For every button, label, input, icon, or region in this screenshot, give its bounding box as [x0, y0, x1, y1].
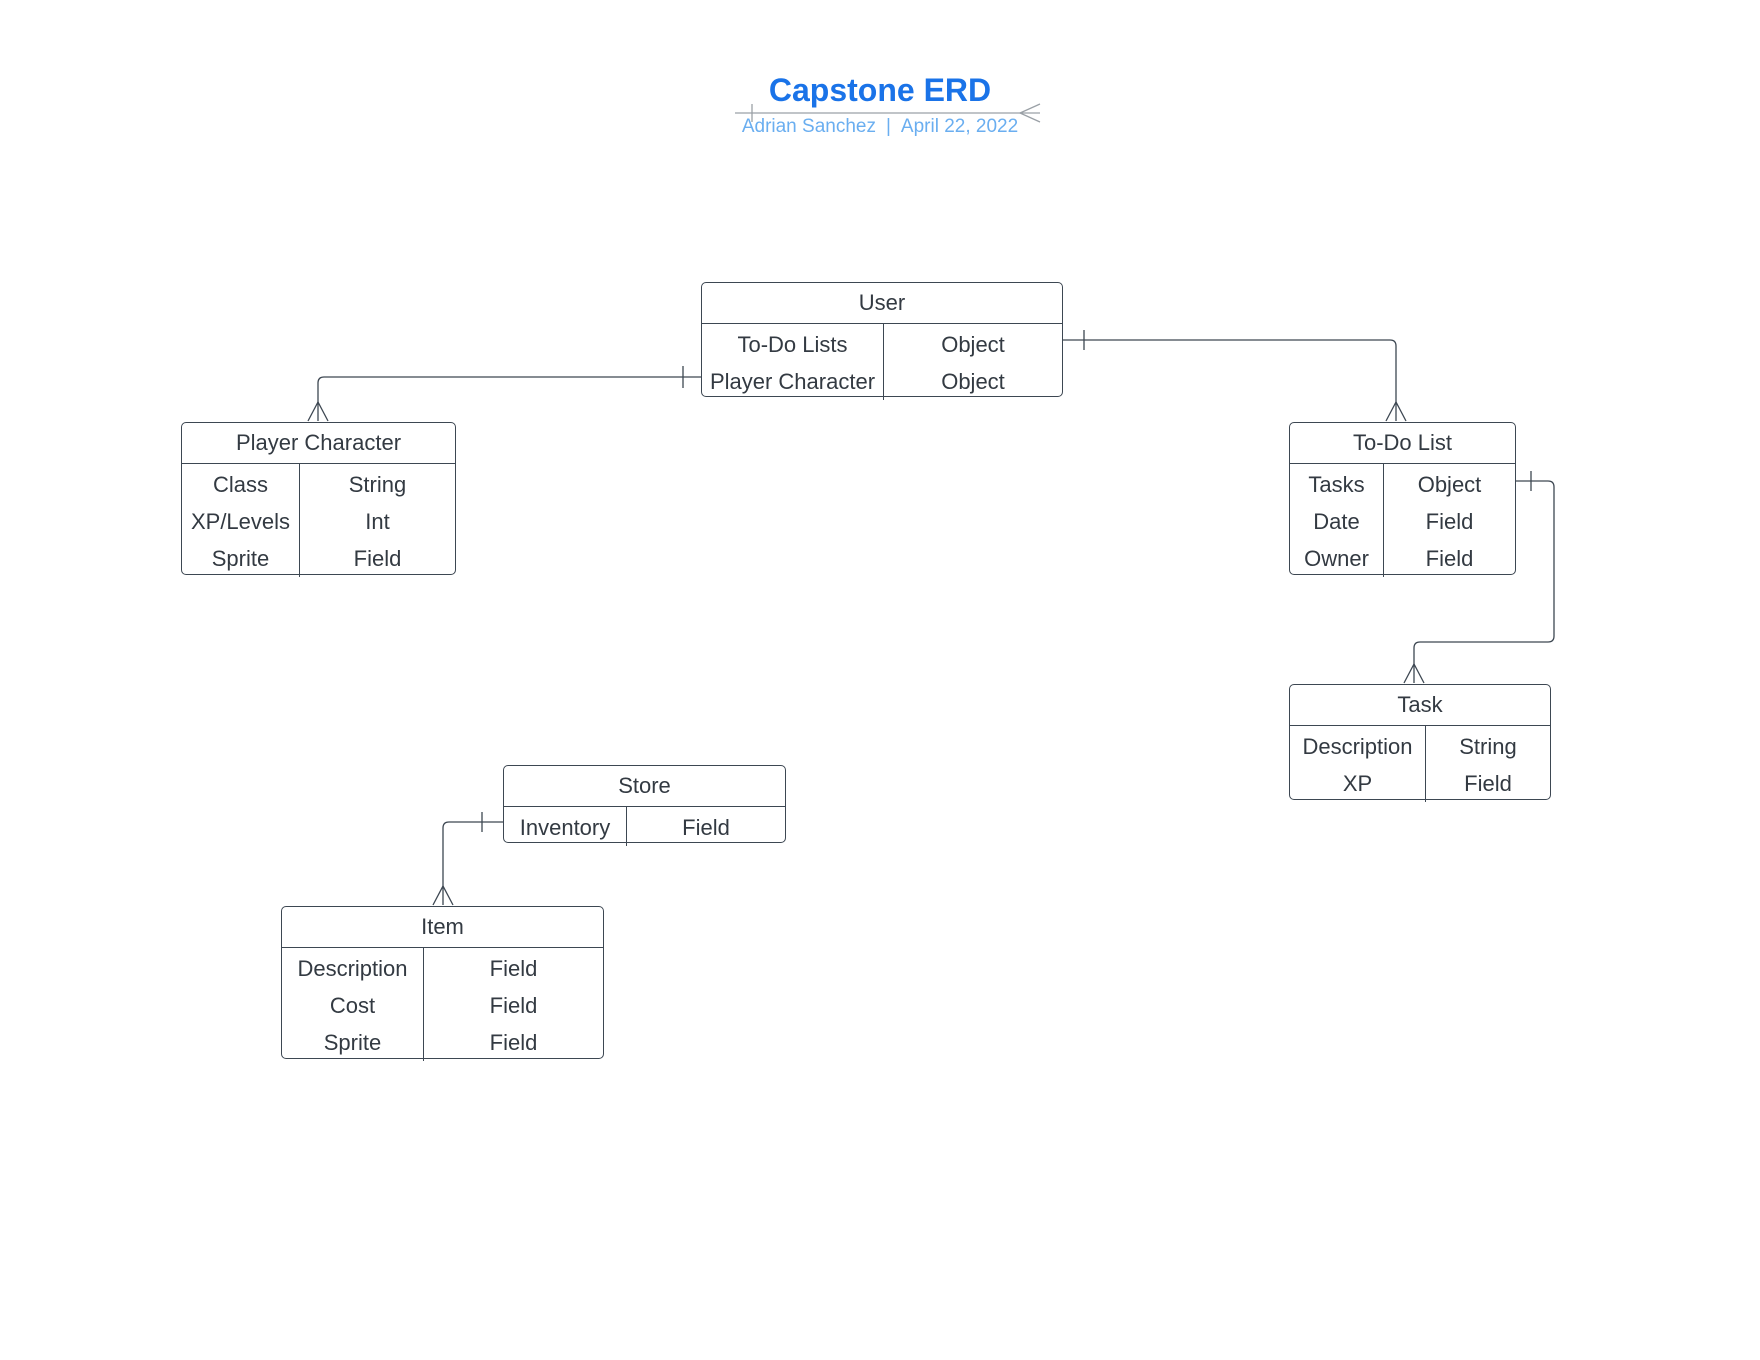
- entity-title: Task: [1290, 685, 1550, 726]
- entity-title: User: [702, 283, 1062, 324]
- entity-title: Item: [282, 907, 603, 948]
- subtitle-separator: |: [885, 116, 891, 137]
- field-name: Inventory: [519, 815, 611, 840]
- relation-user-player-character[interactable]: [307, 366, 701, 422]
- title-connector-line: [735, 103, 1041, 123]
- field-name: To-Do Lists: [737, 332, 848, 357]
- entity-title: To-Do List: [1290, 423, 1515, 464]
- field-name: Player Character: [709, 369, 876, 394]
- field-type: Field: [489, 993, 538, 1018]
- field-type: Int: [365, 509, 390, 534]
- field-type: Object: [941, 332, 1005, 357]
- field-type: Object: [941, 369, 1005, 394]
- entity-task[interactable]: Task Description XP String Field: [1289, 684, 1551, 802]
- diagram-subtitle: Adrian Sanchez | April 22, 2022: [0, 116, 1760, 138]
- entity-store[interactable]: Store Inventory Field: [503, 765, 786, 846]
- field-name: Owner: [1304, 546, 1369, 571]
- field-type: Field: [682, 815, 730, 840]
- entity-user[interactable]: User To-Do Lists Player Character Object…: [701, 282, 1063, 400]
- field-name: Cost: [329, 993, 376, 1018]
- field-name: XP/Levels: [190, 509, 291, 534]
- field-name: Class: [212, 472, 268, 497]
- relation-store-item[interactable]: [432, 812, 503, 906]
- relation-user-todo-list[interactable]: [1063, 330, 1407, 422]
- field-type: String: [348, 472, 407, 497]
- field-name: Date: [1313, 509, 1360, 534]
- field-type: Field: [1464, 771, 1512, 796]
- field-name: Sprite: [323, 1030, 382, 1055]
- field-name: Description: [297, 956, 408, 981]
- entity-item[interactable]: Item Description Cost Sprite Field Field…: [281, 906, 604, 1061]
- diagram-title: Capstone ERD: [768, 72, 992, 108]
- field-name: Sprite: [211, 546, 270, 571]
- field-type: Field: [1425, 546, 1474, 571]
- relation-todo-list-task[interactable]: [1403, 471, 1555, 684]
- field-type: Field: [1425, 509, 1474, 534]
- entity-player-character[interactable]: Player Character Class XP/Levels Sprite …: [181, 422, 456, 577]
- field-type: String: [1459, 734, 1517, 759]
- author-name: Adrian Sanchez: [741, 116, 876, 137]
- entity-title: Player Character: [182, 423, 455, 464]
- field-type: Field: [353, 546, 402, 571]
- field-name: Tasks: [1308, 472, 1365, 497]
- diagram-date: April 22, 2022: [900, 116, 1019, 137]
- field-name: XP: [1342, 771, 1373, 796]
- field-type: Field: [489, 956, 538, 981]
- field-type: Field: [489, 1030, 538, 1055]
- field-type: Object: [1417, 472, 1482, 497]
- field-name: Description: [1302, 734, 1413, 759]
- entity-title: Store: [504, 766, 785, 807]
- entity-todo-list[interactable]: To-Do List Tasks Date Owner Object Field…: [1289, 422, 1516, 577]
